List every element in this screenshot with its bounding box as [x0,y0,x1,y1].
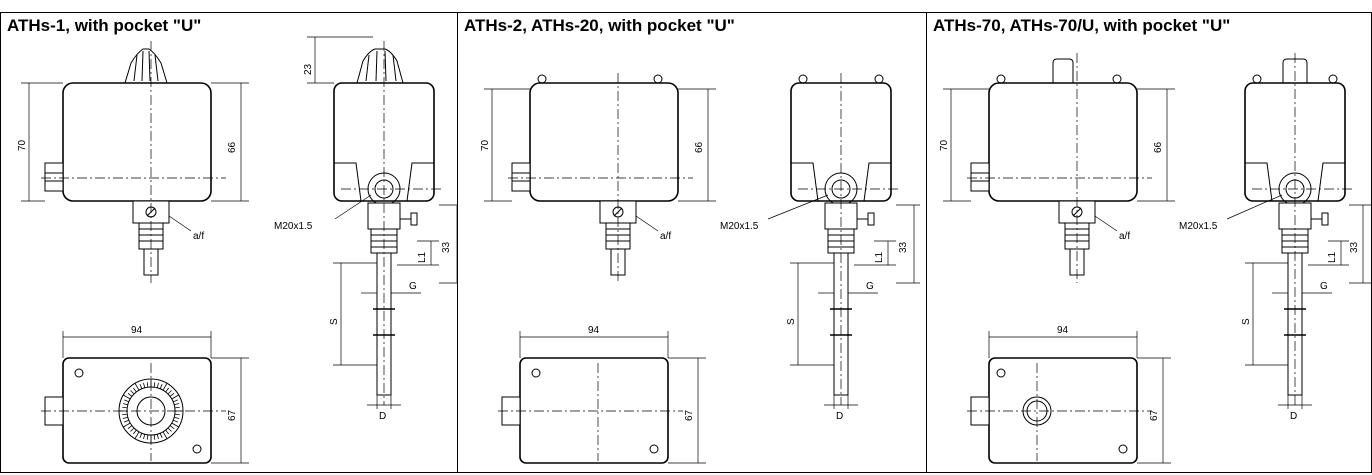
label-l1: L1 [1327,251,1338,263]
dial-tick [153,434,156,440]
dial-tick [169,425,175,429]
panel-aths-70: ATHs-70, ATHs-70/U, with pocket "U" a/f … [926,12,1372,473]
label-l1: L1 [417,251,428,263]
dial-tick [173,419,178,423]
label-94: 94 [131,325,143,336]
label-af: a/f [193,231,204,242]
dial-tick [139,384,143,389]
housing-front [988,82,1138,202]
label-af: a/f [660,231,671,242]
dial-tick [122,413,128,416]
housing-front [529,82,679,202]
dial-tick [143,434,146,440]
dial-tick [171,394,179,400]
label-d: D [379,411,386,422]
dial-tick [174,416,180,419]
dial-tick [162,383,168,391]
label-67: 67 [684,409,695,421]
cap [1052,58,1074,83]
label-thread: M20x1.5 [274,221,313,232]
dial-tick [165,429,169,435]
dial-tick [174,406,180,409]
dial-tick [171,422,179,428]
dial-tick [156,382,159,388]
dial-tick [127,425,133,429]
housing-plan [519,357,669,464]
dial-tick [173,399,178,403]
label-d: D [836,411,843,422]
label-33: 33 [441,241,452,253]
drawing-aths-70: a/f 70 66 94 67 M2 [939,53,1371,464]
label-thread: M20x1.5 [720,221,759,232]
dial-tick [122,416,128,419]
label-33: 33 [898,241,909,253]
label-s: S [1241,318,1252,325]
dial-tick [123,394,131,400]
label-70: 70 [17,139,28,151]
panel-title: ATHs-70, ATHs-70/U, with pocket "U" [933,16,1231,35]
dial-tick [165,387,169,393]
dial-tick [156,434,159,440]
cable-gland [44,162,64,192]
dial-tick [174,413,180,416]
label-70: 70 [480,139,491,151]
housing-plan [988,357,1138,464]
housing-front [62,82,212,202]
dial-tick [146,434,149,440]
drawing-aths-1: a/f 70 66 94 67 [17,36,457,464]
label-33: 33 [1349,241,1360,253]
label-g: G [866,281,874,292]
label-94: 94 [588,325,600,336]
panel-aths-1: ATHs-1, with pocket "U" a/f 70 66 9 [0,12,458,473]
label-s: S [786,318,797,325]
label-thread: M20x1.5 [1179,221,1218,232]
label-g: G [409,281,417,292]
dial-tick [134,383,140,391]
dial-tick [127,393,133,397]
dial-tick [139,433,143,438]
label-66: 66 [1153,141,1164,153]
dial-tick [174,403,180,406]
panel-title: ATHs-2, ATHs-20, with pocket "U" [464,16,735,35]
dial-tick [133,429,137,435]
dial-tick [133,387,137,393]
dial-tick [134,431,140,439]
label-23: 23 [303,63,314,75]
label-l1: L1 [874,251,885,263]
panel-title: ATHs-1, with pocket "U" [7,16,202,35]
panel-aths-2: ATHs-2, ATHs-20, with pocket "U" a/f 70 … [457,12,927,473]
knob [124,48,168,84]
dial-tick [124,399,129,403]
dial-tick [124,419,129,423]
dial-tick [167,427,172,432]
dial-tick [167,390,172,395]
label-af: a/f [1119,231,1130,242]
label-67: 67 [1149,409,1160,421]
dial-tick [162,431,168,439]
dial-tick [159,384,163,389]
label-g: G [1320,281,1328,292]
dial-tick [153,382,156,388]
dial-tick [123,422,131,428]
dial-tick [143,382,146,388]
dial-tick [146,382,149,388]
dial-tick [159,433,163,438]
label-66: 66 [227,141,238,153]
label-66: 66 [694,141,705,153]
dial-tick [122,403,128,406]
label-s: S [329,318,340,325]
drawing-aths-2: a/f 70 66 94 67 M20x1.5 [480,73,920,464]
dial-tick [130,390,135,395]
dial-tick [130,427,135,432]
label-70: 70 [939,139,950,151]
label-67: 67 [227,409,238,421]
label-d: D [1290,411,1297,422]
dial-tick [169,393,175,397]
dial-tick [122,406,128,409]
label-94: 94 [1057,325,1069,336]
